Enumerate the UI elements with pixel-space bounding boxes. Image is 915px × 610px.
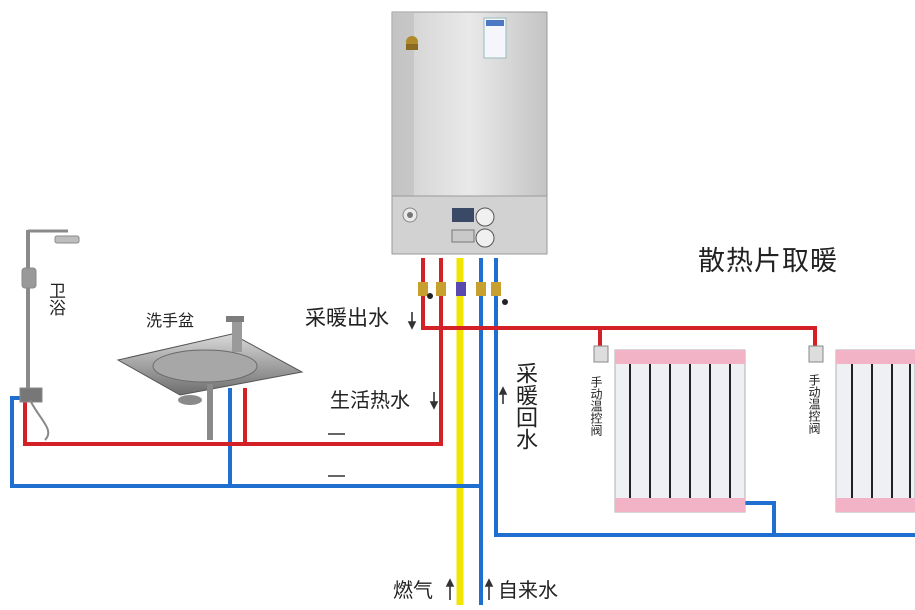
wash-basin (116, 316, 304, 440)
shower (19, 229, 80, 441)
manual-valve-label-1: 手动温控阀 (589, 376, 603, 436)
flow-arrows (328, 312, 508, 600)
heating-return-label: 采暖回水 (512, 362, 537, 450)
wall-boiler (391, 11, 548, 255)
radiator-2 (808, 345, 915, 513)
manual-valve-label-2: 手动温控阀 (807, 374, 821, 434)
cold-water-pipes (10, 258, 915, 605)
bathroom-label: 卫浴 (45, 282, 65, 316)
wash-basin-label: 洗手盆 (146, 311, 195, 330)
radiator-1 (593, 345, 746, 513)
boiler-valves (418, 282, 508, 305)
radiator-heating-label: 散热片取暖 (698, 246, 838, 277)
gas-label: 燃气 (393, 578, 433, 602)
heating-outlet-label: 采暖出水 (305, 306, 389, 330)
tap-water-label: 自来水 (498, 578, 558, 602)
domestic-hot-water-label: 生活热水 (330, 388, 410, 412)
